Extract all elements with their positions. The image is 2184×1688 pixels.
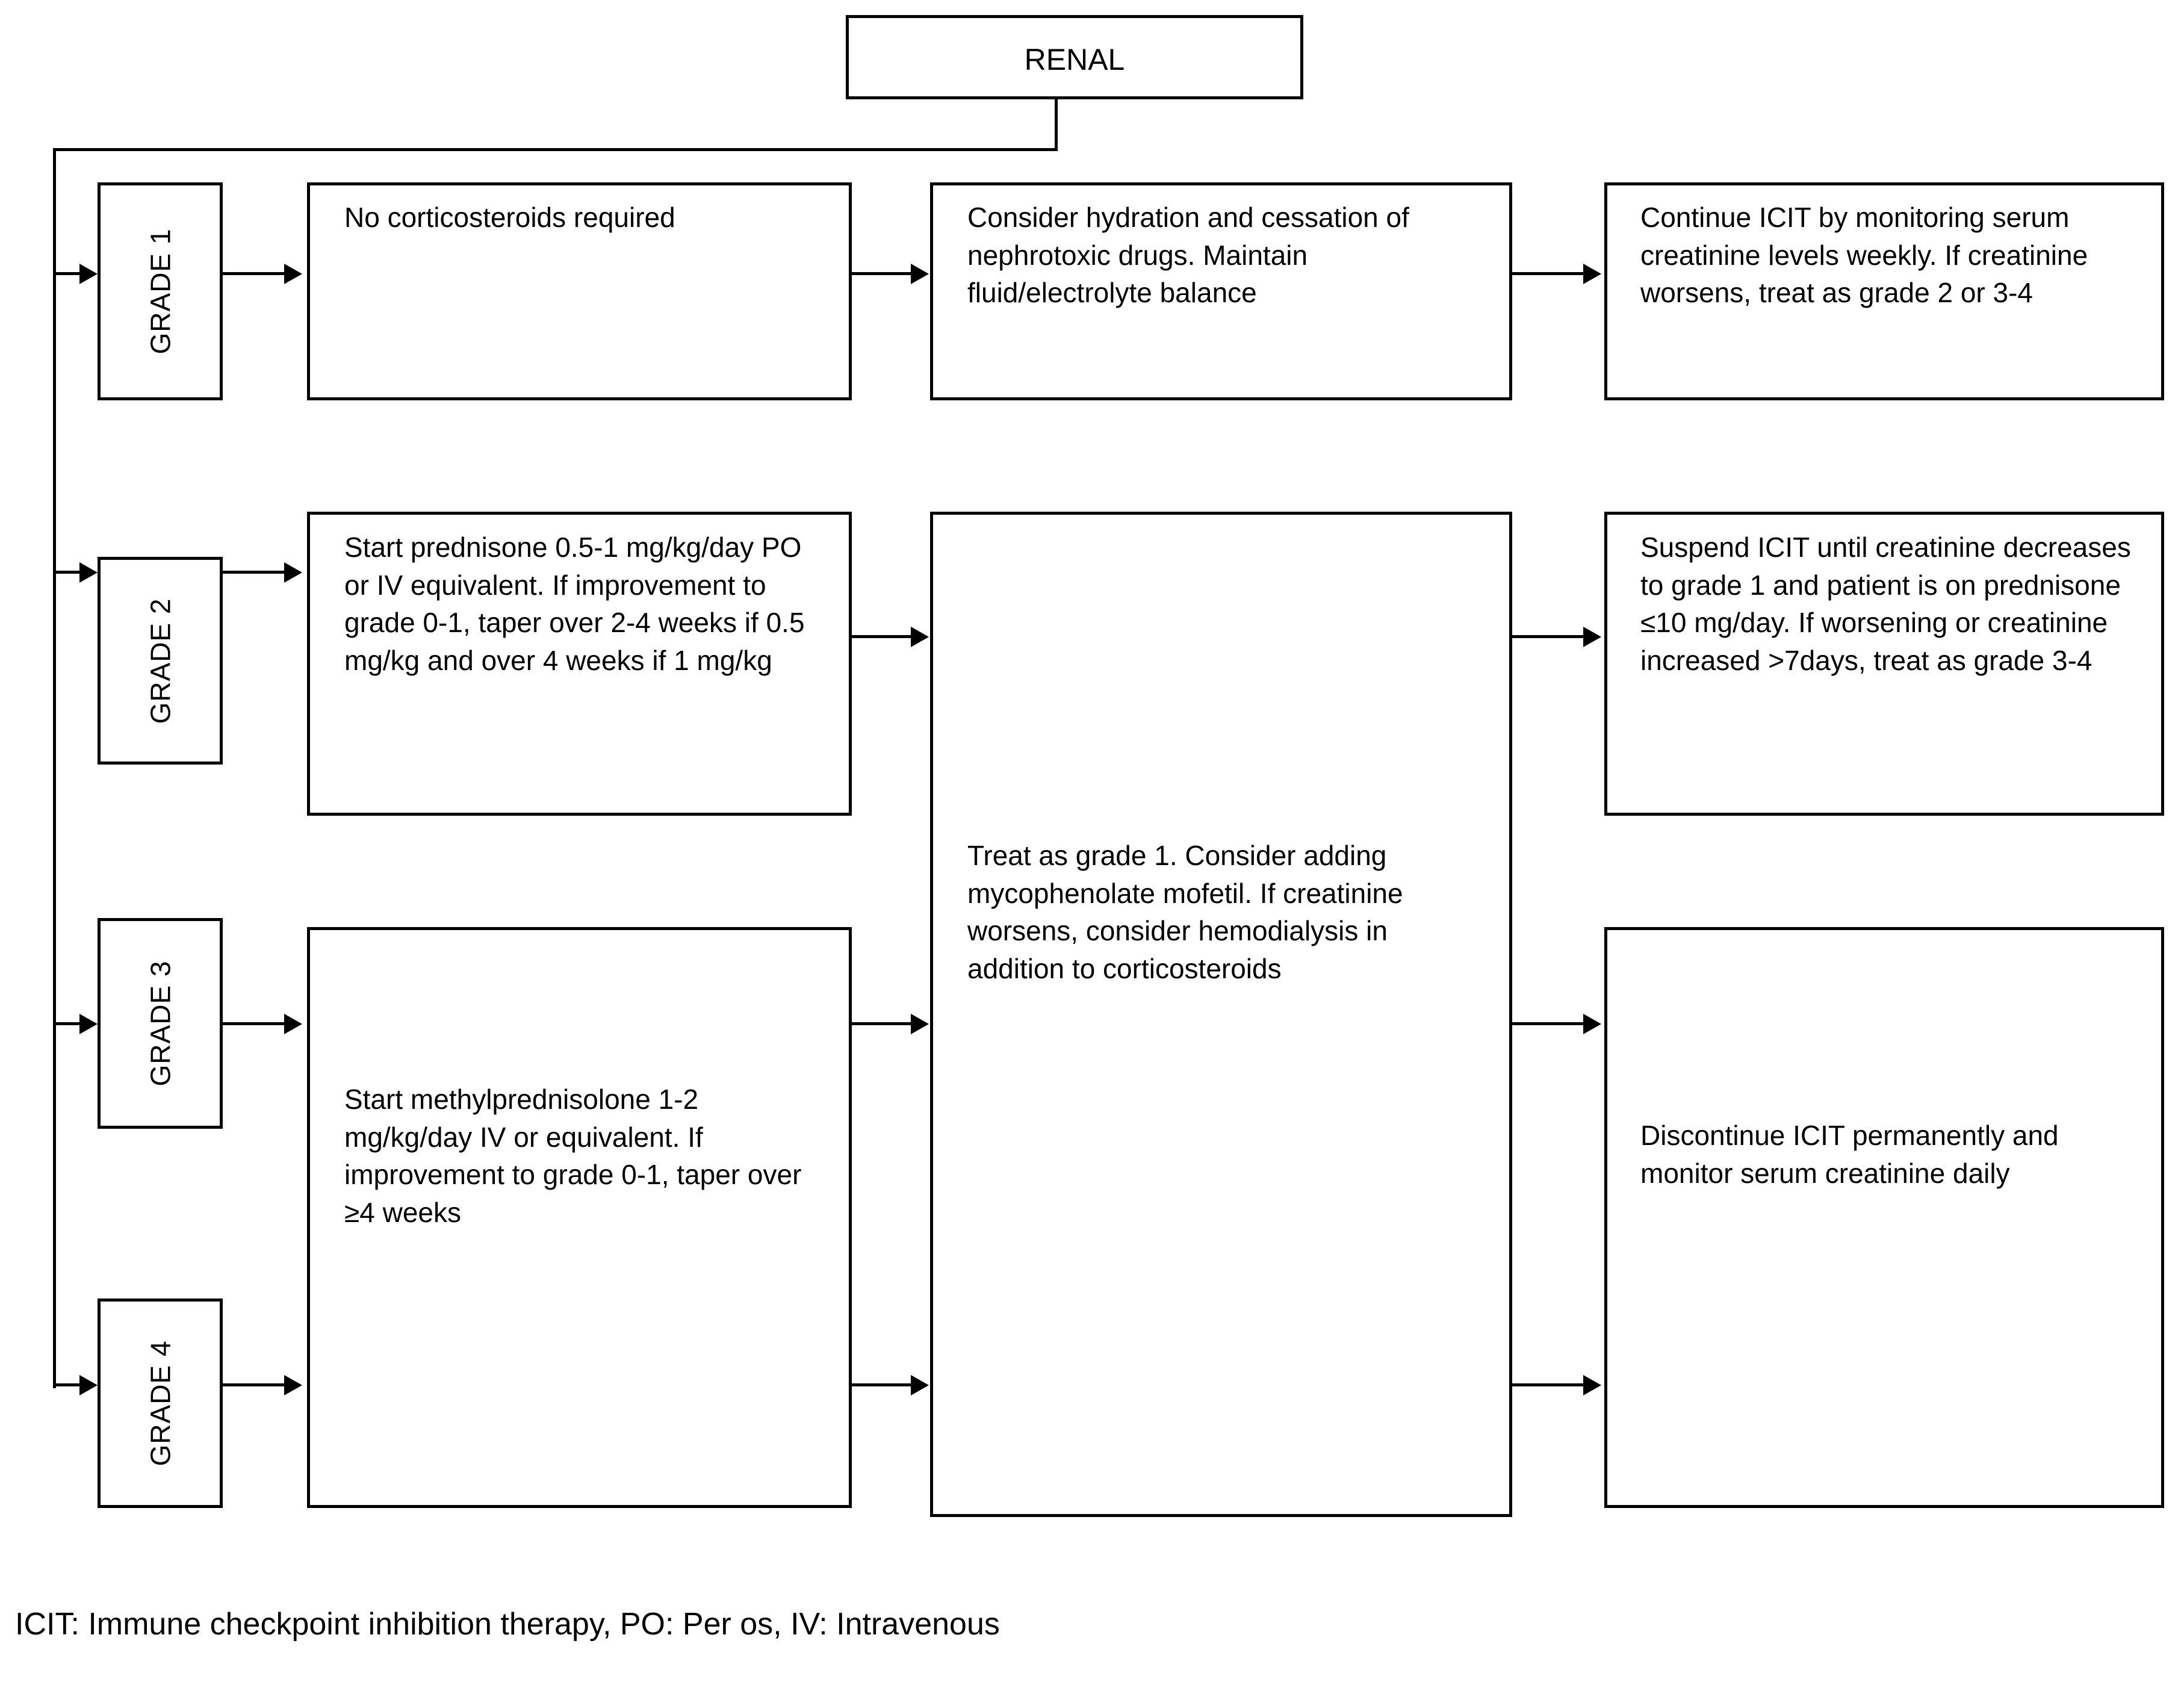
connector-renal-down <box>1055 99 1058 150</box>
icit-action-text-grade-1: Continue ICIT by monitoring serum creati… <box>1640 202 2088 309</box>
arrow-treatment2-to-center <box>911 627 929 647</box>
connector-treatment4-to-center <box>852 1383 915 1386</box>
grade-box-4: GRADE 4 <box>98 1299 223 1508</box>
renal-root-label: RENAL <box>1024 43 1125 76</box>
arrow-center4-to-action <box>1583 1375 1601 1395</box>
connector-grade1-to-treatment <box>223 272 286 275</box>
arrow-spine-to-grade-2 <box>79 562 98 583</box>
shared-supportive-box <box>930 512 1512 1517</box>
connector-spine-to-grade-4 <box>53 1383 83 1386</box>
arrow-treatment3-to-center <box>911 1014 929 1034</box>
arrow-grade1-to-treatment <box>284 264 302 284</box>
icit-action-text-grade-3-4: Discontinue ICIT permanently and monitor… <box>1640 1120 2059 1189</box>
connector-grade2-to-treatment <box>223 571 286 574</box>
arrow-treatment4-to-center <box>911 1375 929 1395</box>
connector-center4-to-action <box>1512 1383 1584 1386</box>
icit-action-box-grade-1 <box>1604 182 2164 400</box>
grade-1-label: GRADE 1 <box>144 228 176 355</box>
connector-grade4-to-treatment <box>223 1383 286 1386</box>
arrow-grade2-to-treatment <box>284 562 302 583</box>
connector-grade3-to-treatment <box>223 1022 286 1025</box>
connector-center3-to-action <box>1512 1022 1584 1025</box>
renal-root-box <box>846 15 1303 99</box>
arrow-spine-to-grade-1 <box>79 264 98 284</box>
treatment-text-grade-2: Start prednisone 0.5-1 mg/kg/day PO or I… <box>344 532 805 676</box>
shared-supportive-text: Treat as grade 1. Consider adding mycoph… <box>967 840 1403 984</box>
arrow-treatment1-to-center <box>911 264 929 284</box>
grade-box-2: GRADE 2 <box>98 557 223 765</box>
arrow-center2-to-action <box>1583 627 1601 647</box>
connector-spine-to-grade-1 <box>53 272 83 275</box>
arrow-grade4-to-treatment <box>284 1375 302 1395</box>
connector-treatment1-to-center <box>852 272 915 275</box>
grade-box-3: GRADE 3 <box>98 918 223 1129</box>
arrow-spine-to-grade-4 <box>79 1375 98 1395</box>
grade-3-label: GRADE 3 <box>144 960 176 1087</box>
arrow-spine-to-grade-3 <box>79 1014 98 1034</box>
connector-treatment2-to-center <box>852 635 915 638</box>
connector-center1-to-action <box>1512 272 1584 275</box>
treatment-box-grade-3-4 <box>307 927 852 1508</box>
supportive-box-grade-1 <box>930 182 1512 400</box>
connector-spine-to-grade-3 <box>53 1022 83 1025</box>
icit-action-text-grade-2: Suspend ICIT until creatinine decreases … <box>1640 532 2131 676</box>
legend-abbreviations: ICIT: Immune checkpoint inhibition thera… <box>15 1607 1000 1642</box>
supportive-text-grade-1: Consider hydration and cessation of neph… <box>967 202 1409 309</box>
grade-box-1: GRADE 1 <box>98 182 223 400</box>
icit-action-box-grade-2 <box>1604 512 2164 816</box>
connector-renal-left <box>53 148 1058 151</box>
grade-2-label: GRADE 2 <box>144 598 176 724</box>
treatment-box-grade-2 <box>307 512 852 816</box>
connector-treatment3-to-center <box>852 1022 915 1025</box>
grade-4-label: GRADE 4 <box>144 1340 176 1466</box>
connector-center2-to-action <box>1512 635 1584 638</box>
arrow-center1-to-action <box>1583 264 1601 284</box>
connector-spine-to-grade-2 <box>53 571 83 574</box>
treatment-text-grade-1: No corticosteroids required <box>344 202 675 233</box>
icit-action-box-grade-3-4 <box>1604 927 2164 1508</box>
connector-spine-vertical <box>53 148 56 1388</box>
treatment-text-grade-3-4: Start methylprednisolone 1-2 mg/kg/day I… <box>344 1084 802 1228</box>
treatment-box-grade-1 <box>307 182 852 400</box>
arrow-center3-to-action <box>1583 1014 1601 1034</box>
arrow-grade3-to-treatment <box>284 1014 302 1034</box>
